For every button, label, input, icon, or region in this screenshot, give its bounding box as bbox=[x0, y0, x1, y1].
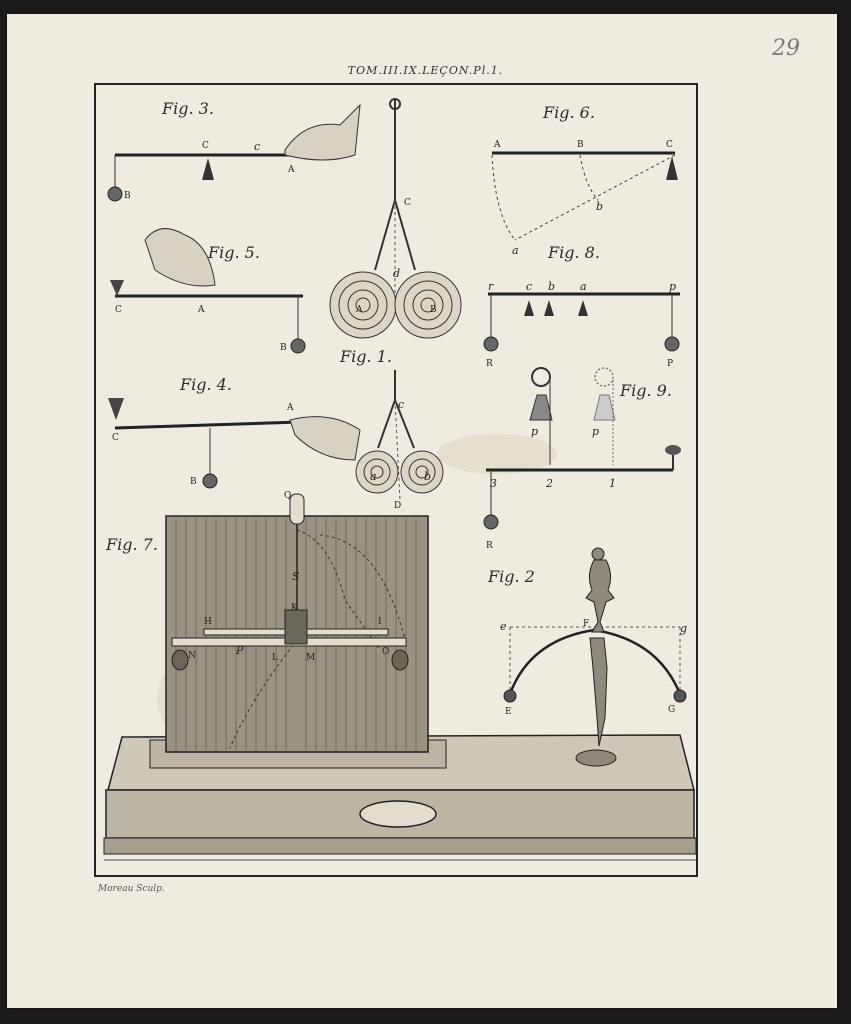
f1-point-a: a bbox=[370, 470, 377, 483]
f7-point-M: M bbox=[306, 653, 315, 663]
f3-point-B: B bbox=[124, 191, 131, 201]
fig4-label: Fig. 4. bbox=[179, 375, 232, 394]
f9-point-R: R bbox=[486, 541, 493, 551]
plate-header: TOM.III.IX.LEÇON.Pl.1. bbox=[347, 64, 504, 77]
f1-point-C: C bbox=[404, 198, 411, 208]
figure-2-balancing-toy: Fig. 2 e F g E G bbox=[487, 547, 687, 767]
f6-point-b: b bbox=[596, 200, 603, 213]
f2-point-F: F bbox=[583, 619, 589, 629]
f3-point-A: A bbox=[287, 165, 295, 175]
f7-point-I: I bbox=[378, 617, 382, 627]
f6-point-C: C bbox=[666, 140, 673, 150]
f1-point-c: c bbox=[398, 398, 404, 411]
f1-point-b: b bbox=[424, 470, 431, 483]
figure-4-lever: Fig. 4. C A B bbox=[108, 375, 361, 489]
f8-point-r: r bbox=[488, 280, 494, 293]
f7-point-O: O bbox=[382, 647, 389, 657]
f5-point-C: C bbox=[115, 305, 122, 315]
fig2-label: Fig. 2 bbox=[487, 567, 535, 586]
f2-point-E: E bbox=[505, 707, 512, 717]
f7-point-L: L bbox=[272, 653, 278, 663]
f8-point-R: R bbox=[486, 359, 493, 369]
f1-point-D: D bbox=[394, 501, 401, 511]
f6-point-a: a bbox=[512, 244, 519, 257]
f7-point-K: K bbox=[291, 603, 298, 613]
f9-point-1: 1 bbox=[609, 477, 616, 490]
f1-point-B: B bbox=[430, 305, 437, 315]
plate-border bbox=[94, 83, 698, 877]
f8-point-c: c bbox=[526, 280, 532, 293]
f5-point-A: A bbox=[197, 305, 205, 315]
f8-point-P: P bbox=[667, 359, 673, 369]
f3-point-c: c bbox=[254, 140, 260, 153]
f7-point-H: H bbox=[204, 617, 212, 627]
fig3-label: Fig. 3. bbox=[161, 99, 214, 118]
fig1-label: Fig. 1. bbox=[339, 347, 392, 366]
f1-point-d: d bbox=[393, 267, 400, 280]
f8-point-p: p bbox=[669, 280, 676, 293]
f9-point-p1: p bbox=[531, 425, 538, 438]
f9-point-p2: p bbox=[592, 425, 599, 438]
f4-point-C: C bbox=[112, 433, 119, 443]
fig5-label: Fig. 5. bbox=[207, 243, 260, 262]
fig7-label: Fig. 7. bbox=[105, 535, 158, 554]
figure-8-weighted-lever: Fig. 8. r c b a p R P bbox=[483, 243, 680, 369]
f4-point-A: A bbox=[286, 403, 294, 413]
f9-point-2: 2 bbox=[545, 477, 553, 490]
fig8-label: Fig. 8. bbox=[547, 243, 600, 262]
fig9-label: Fig. 9. bbox=[619, 381, 672, 400]
engraver-credit: Moreau Sculp. bbox=[98, 884, 165, 894]
f3-point-C: C bbox=[202, 141, 209, 151]
f4-point-B: B bbox=[190, 477, 197, 487]
figure-9-pulleys: Fig. 9. p p 3 2 1 R bbox=[483, 367, 681, 551]
f2-point-g: g bbox=[680, 622, 687, 635]
f8-point-a: a bbox=[580, 280, 587, 293]
figure-7-apparatus: Fig. 7. bbox=[103, 491, 697, 861]
f2-point-e: e bbox=[500, 620, 507, 633]
f6-point-B: B bbox=[577, 140, 584, 150]
f9-point-3: 3 bbox=[490, 477, 497, 490]
f7-point-P: P bbox=[235, 644, 244, 657]
figure-3-lever: Fig. 3. B C c A bbox=[107, 99, 361, 202]
page-number: 29 bbox=[772, 36, 800, 61]
f5-point-B: B bbox=[280, 343, 287, 353]
figure-6-arc-lever: Fig. 6. A B C b a bbox=[491, 103, 678, 257]
f2-point-G: G bbox=[668, 705, 675, 715]
f7-point-N: N bbox=[188, 651, 196, 661]
figure-1-pendulum-balance: C d A B Fig. 1. c a b D bbox=[329, 98, 462, 511]
f7-point-S: S bbox=[292, 570, 300, 583]
f1-point-A: A bbox=[355, 305, 363, 315]
f7-point-Q: Q bbox=[284, 491, 291, 501]
f8-point-b: b bbox=[548, 280, 555, 293]
fig6-label: Fig. 6. bbox=[542, 103, 595, 122]
f6-point-A: A bbox=[493, 140, 501, 150]
figure-5-lever: Fig. 5. C A B bbox=[110, 228, 306, 354]
